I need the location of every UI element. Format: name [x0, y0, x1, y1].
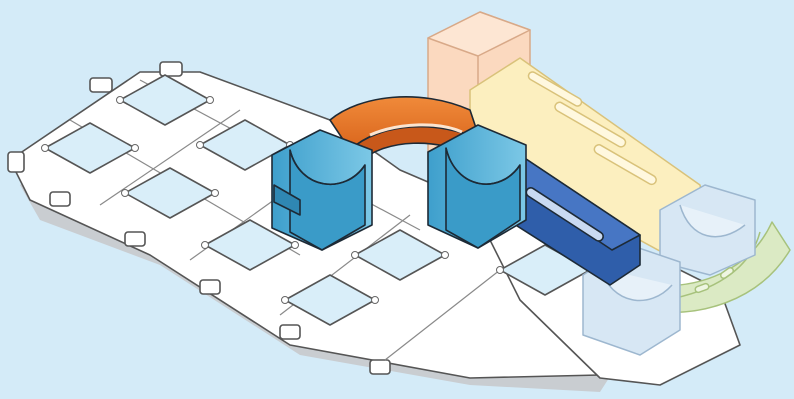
puzzle-tab: [8, 152, 24, 172]
peg: [352, 252, 359, 259]
puzzle-tab: [90, 78, 112, 92]
puzzle-tab: [125, 232, 145, 246]
peg: [212, 190, 219, 197]
peg: [282, 297, 289, 304]
puzzle-tab: [160, 62, 182, 76]
peg: [197, 142, 204, 149]
puzzle-tab: [280, 325, 300, 339]
peg: [292, 242, 299, 249]
peg: [497, 267, 504, 274]
puzzle-tab: [370, 360, 390, 374]
puzzle-tab: [50, 192, 70, 206]
peg: [207, 97, 214, 104]
puzzle-tab: [200, 280, 220, 294]
peg: [372, 297, 379, 304]
peg: [202, 242, 209, 249]
peg: [132, 145, 139, 152]
peg: [117, 97, 124, 104]
peg: [42, 145, 49, 152]
peg: [122, 190, 129, 197]
peg: [442, 252, 449, 259]
support-left: [272, 130, 372, 250]
